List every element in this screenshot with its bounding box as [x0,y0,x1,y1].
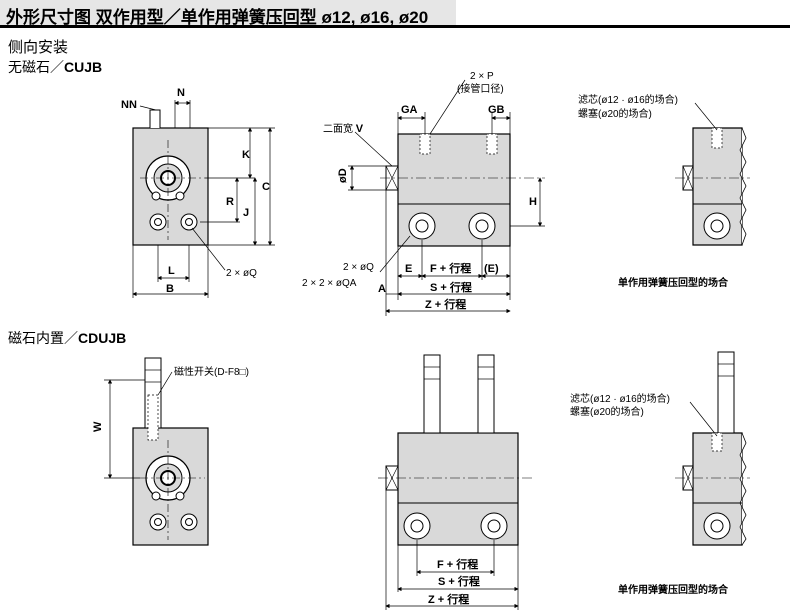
label-S-top: S + 行程 [430,280,472,294]
label-Z-top: Z + 行程 [425,297,466,311]
subtitle-no-magnet-prefix: 无磁石／ [8,59,64,75]
label-C: C [262,181,270,193]
end-view-bottom [104,357,209,546]
label-V: 二面宽 V [323,122,364,135]
label-P: 2 × P [470,71,494,82]
note-spring-return-top: 单作用弹簧压回型的场合 [618,276,729,289]
end-view-top [132,100,275,298]
label-filter-top: 滤芯(ø12 · ø16的场合) [578,93,678,106]
label-NN: NN [121,99,137,111]
subtitle-no-magnet: 无磁石／CUJB [8,57,102,77]
label-S-bottom: S + 行程 [438,574,480,588]
side-view-bottom [378,354,535,610]
label-GA: GA [401,104,418,116]
label-J: J [243,207,249,219]
label-V-prefix: 二面宽 [323,122,356,135]
label-B: B [166,283,174,295]
label-E2: (E) [484,263,499,275]
header-rule [0,25,790,28]
label-plug-top: 螺塞(ø20的场合) [578,107,652,120]
subtitle-magnet-prefix: 磁石内置／ [8,330,78,346]
label-GB: GB [488,104,505,116]
label-plug-bottom: 螺塞(ø20的场合) [570,405,644,418]
model-cdujb: CDUJB [78,330,127,346]
side-view-top [348,79,545,316]
label-Z-bottom: Z + 行程 [428,592,469,606]
label-D: øD [337,168,349,183]
note-spring-return-bottom: 单作用弹簧压回型的场合 [618,583,729,596]
label-W: W [92,421,104,432]
label-N: N [177,87,185,99]
label-F-top: F + 行程 [430,261,471,275]
label-R: R [226,196,234,208]
label-L: L [168,265,175,277]
label-F-bottom: F + 行程 [437,557,478,571]
header: 外形尺寸图 双作用型／单作用弹簧压回型 ø12, ø16, ø20 [0,0,790,30]
label-QA2: 2 × 2 × øQA [302,278,357,289]
spring-return-view-top [675,102,750,246]
label-Q: 2 × øQ [226,268,257,279]
label-K: K [242,149,250,161]
label-QA: 2 × øQ [343,262,374,273]
subtitle-magnet: 磁石内置／CDUJB [8,328,126,348]
label-A: A [378,283,386,295]
label-P-note: (接管口径) [457,82,504,95]
header-tab [0,0,456,28]
label-filter-bottom: 滤芯(ø12 · ø16的场合) [570,392,670,405]
label-sensor: 磁性开关(D-F8□) [174,365,249,378]
section-title-side-mount: 侧向安装 [8,39,69,56]
label-H: H [529,196,537,208]
page-title: 外形尺寸图 双作用型／单作用弹簧压回型 ø12, ø16, ø20 [6,8,429,27]
spring-return-view-bottom [675,351,750,546]
model-cujb: CUJB [64,59,103,75]
label-V-letter: V [356,123,364,135]
label-E: E [405,263,412,275]
